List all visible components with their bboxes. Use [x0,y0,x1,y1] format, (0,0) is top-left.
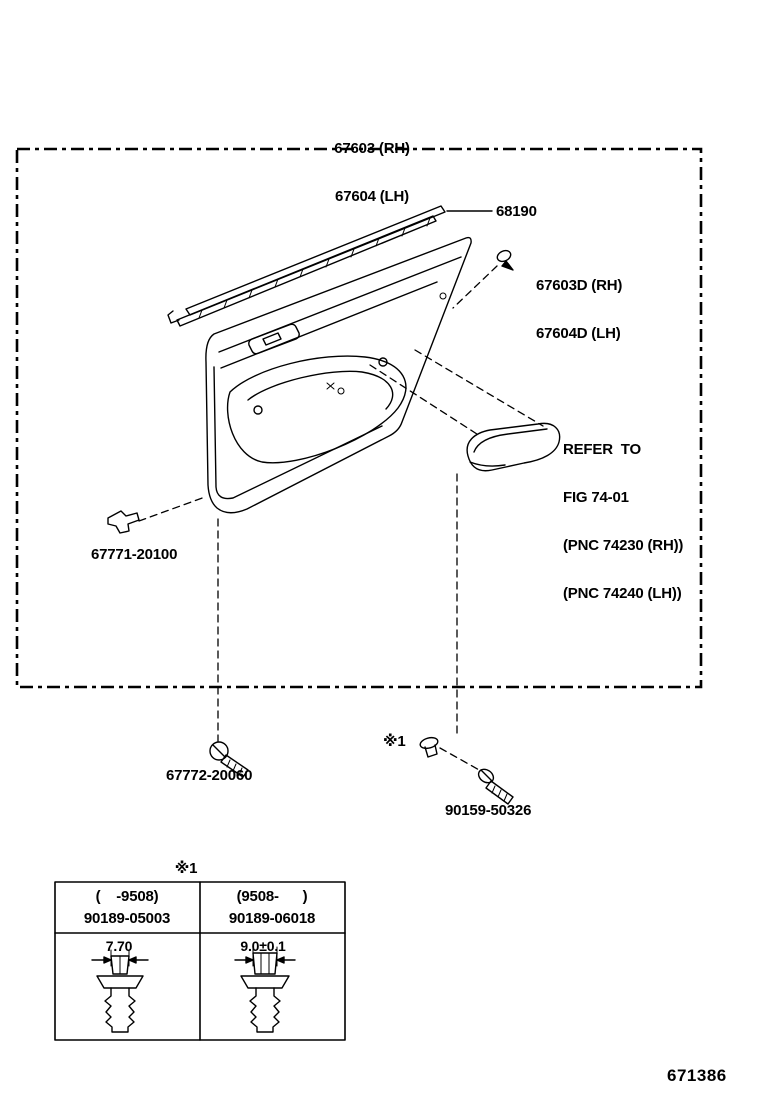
table-part-late: 90189-06018 [228,910,316,927]
screw-90159-drawing [477,768,514,805]
star1-marker: ※1 [383,733,406,750]
refer-note-line1: REFER TO [563,441,641,458]
clip-67603d-drawing [496,249,514,271]
leader-lines [138,265,544,772]
callout-screw-90159: 90159-50326 [445,802,532,819]
table-title-star1: ※1 [174,860,198,877]
table-part-early: 90189-05003 [83,910,171,927]
grommet-late-drawing [234,946,296,1033]
table-grid [54,881,346,1041]
weatherstrip-68190-drawing [167,205,493,327]
refer-note-line4: (PNC 74240 (LH)) [563,585,682,602]
table-range-early: ( -9508) [95,888,159,905]
clip-star1-drawing [419,736,439,758]
refer-note-line2: FIG 74-01 [563,489,629,506]
grommet-early-drawing [91,949,149,1033]
screw-67772-drawing [209,741,249,778]
callout-clip-67771: 67771-20100 [91,546,178,563]
refer-note-line3: (PNC 74230 (RH)) [563,537,684,554]
figure-number: 671386 [667,1066,727,1085]
table-range-late: (9508- ) [236,888,308,905]
table-dimension-late: 9.0±0.1 [240,938,286,954]
table-dimension-early: 7.70 [105,938,133,954]
callout-clip-d: 67603D (RH) 67604D (LH) [536,246,622,374]
refer-note: REFER TO FIG 74-01 (PNC 74230 (RH)) (PNC… [563,410,683,634]
callout-screw-67772: 67772-20060 [166,767,253,784]
part-number-67604d: 67604D (LH) [536,325,621,342]
part-number-67603: 67603 (RH) [334,140,410,157]
part-number-67604: 67604 (LH) [335,188,409,205]
part-number-67603d: 67603D (RH) [536,277,623,294]
armrest-drawing [466,422,561,472]
clip-67771-drawing [107,510,140,534]
boundary-frame [15,147,703,689]
callout-weatherstrip: 68190 [496,203,537,220]
door-panel-drawing [205,236,472,514]
callout-main-part: 67603 (RH) 67604 (LH) [334,109,410,237]
